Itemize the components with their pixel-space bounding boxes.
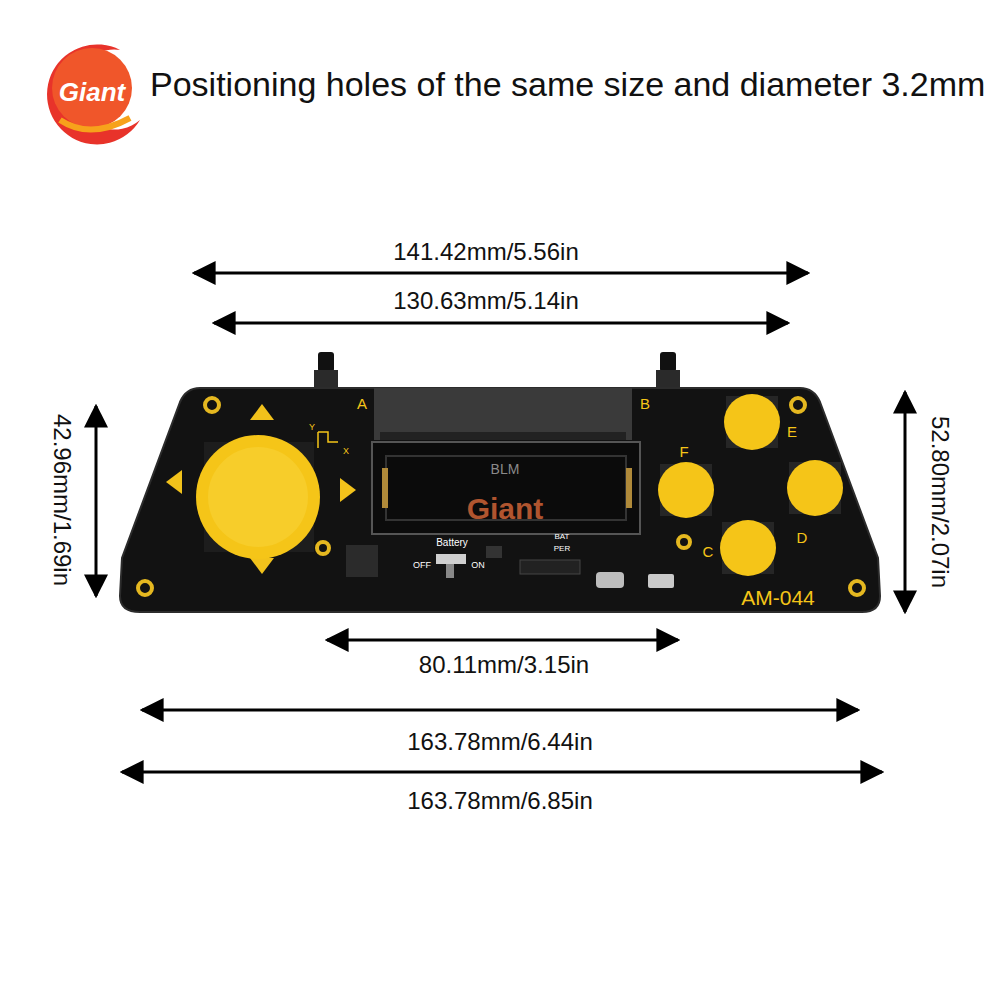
axis-label: Y [309,423,315,433]
silkscreen-text: OFF [413,561,431,571]
dimension-label: 163.78mm/6.44in [407,729,592,755]
joystick [196,435,320,559]
button-label: C [703,544,714,561]
silkscreen-text: ON [471,561,485,571]
dimension-label: 163.78mm/6.85in [407,788,592,814]
logo [47,44,140,144]
dimension-label: 52.80mm/2.07in [927,416,953,588]
axis-label: X [343,447,349,457]
dimension-lines [96,273,905,772]
watermark: Giant [467,492,544,525]
silkscreen-text: BLM [491,462,520,477]
silkscreen-text: PER [554,545,570,554]
button-label: E [787,424,797,441]
logo-text: Giant [59,78,125,107]
button-label: B [640,396,650,413]
dimension-label: 141.42mm/5.56in [393,239,578,265]
direction-arrows [166,404,356,574]
silkscreen-text: BAT [555,533,570,542]
model-number: AM-044 [741,586,815,609]
silkscreen-text: Battery [436,537,468,548]
pcb-board [120,388,880,612]
dimension-label: 80.11mm/3.15in [419,652,589,678]
button-label: F [679,444,688,461]
button-label: D [797,530,808,547]
button-label: A [357,396,367,413]
dimension-label: 130.63mm/5.14in [393,288,578,314]
heading: Positioning holes of the same size and d… [150,66,985,103]
dimension-label: 42.96mm/1.69in [49,414,75,586]
action-buttons [658,394,843,576]
connector-slot [372,388,640,534]
components [318,432,674,588]
